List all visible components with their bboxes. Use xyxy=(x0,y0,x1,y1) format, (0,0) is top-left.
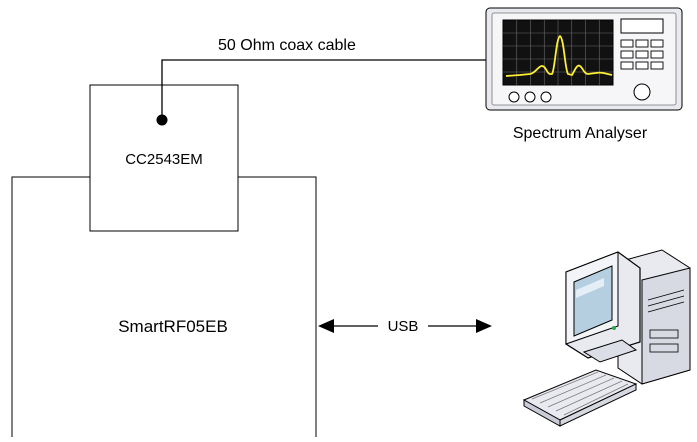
usb-connection-arrow xyxy=(318,319,492,333)
analyser-label: Spectrum Analyser xyxy=(513,125,648,142)
usb-label: USB xyxy=(388,318,419,335)
desktop-computer-icon xyxy=(522,249,691,427)
spectrum-analyser-icon xyxy=(485,7,683,111)
cable-label: 50 Ohm coax cable xyxy=(218,37,356,54)
coax-connector-dot xyxy=(156,114,168,126)
board-label: SmartRF05EB xyxy=(118,317,228,336)
cc2543em-module xyxy=(89,84,239,232)
module-label: CC2543EM xyxy=(125,151,203,168)
coax-cable-line xyxy=(161,59,530,120)
